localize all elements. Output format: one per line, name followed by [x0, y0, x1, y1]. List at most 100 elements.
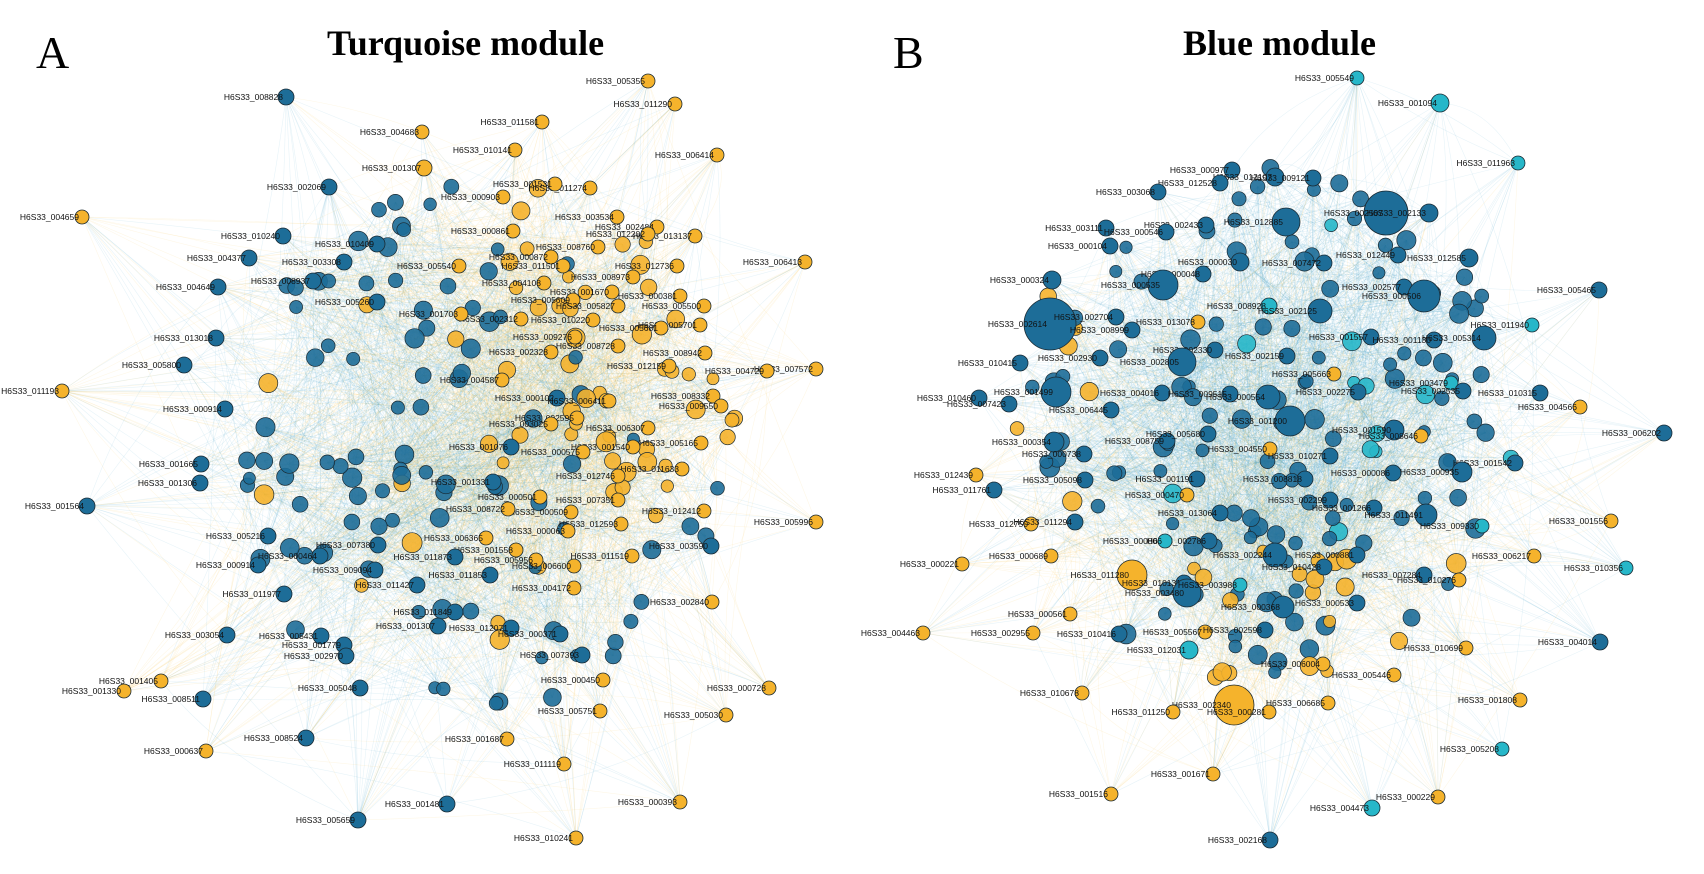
network-edge [366, 304, 676, 322]
network-edge [401, 483, 622, 525]
labelled-node: H6S33_004659 [20, 209, 90, 225]
network-edge [458, 188, 539, 267]
network-edge [401, 103, 676, 484]
network-edge [585, 246, 599, 399]
network-edge [376, 301, 445, 493]
network-edge [647, 103, 676, 235]
network-edge [299, 256, 552, 505]
network-edge [359, 419, 733, 689]
network-edge [260, 558, 727, 716]
network-edge [538, 307, 696, 410]
network-edge [81, 216, 576, 358]
network-edge [160, 627, 512, 682]
network-edge [368, 319, 594, 570]
network-edge [283, 265, 678, 595]
node-label: H6S33_005996 [754, 517, 813, 527]
network-edge [575, 154, 718, 358]
labelled-node: H6S33_012746 [556, 468, 626, 484]
network-edge [283, 555, 633, 595]
network-edge [357, 481, 494, 821]
network-edge [286, 285, 665, 370]
network-edge [668, 235, 696, 367]
network-edge [160, 358, 354, 682]
network-edge [423, 167, 622, 525]
labelled-node: H6S33_004377 [187, 249, 258, 267]
network-edge [374, 569, 577, 839]
node-label: H6S33_003054 [165, 630, 224, 640]
network-edge [81, 216, 269, 384]
network-edge [285, 96, 296, 288]
node-label: H6S33_000914 [196, 560, 255, 570]
network-edge [470, 348, 508, 740]
network-edge [581, 468, 683, 656]
network-edge [510, 446, 539, 568]
network-edge [443, 545, 712, 690]
network-node [412, 398, 430, 416]
network-edge [403, 208, 522, 230]
network-edge [617, 305, 666, 466]
network-edge [442, 487, 623, 610]
network-edge [606, 216, 618, 437]
network-edge [345, 103, 676, 657]
network-edge [205, 750, 681, 803]
network-edge [446, 528, 565, 805]
network-edge [265, 256, 552, 428]
network-edge [387, 246, 642, 603]
labelled-node: H6S33_005540 [397, 258, 467, 274]
network-edge [641, 334, 817, 370]
network-edge [554, 80, 649, 185]
network-edge [315, 353, 460, 379]
network-edge [423, 167, 713, 603]
network-edge [403, 229, 668, 487]
network-edge [355, 456, 656, 516]
node-label: H6S33_005500 [642, 301, 701, 311]
network-edge [357, 511, 572, 821]
network-edge [443, 409, 696, 493]
labelled-node: H6S33_012202 [586, 226, 656, 242]
network-edge [454, 244, 623, 558]
network-edge [376, 243, 504, 463]
network-edge [447, 286, 500, 640]
labelled-node: H6S33_006365 [424, 530, 494, 546]
network-edge [282, 235, 623, 246]
node-label: H6S33_000450 [541, 675, 600, 685]
network-edge [61, 370, 768, 396]
network-edge [318, 281, 456, 613]
network-edge [437, 265, 564, 627]
network-edge [366, 271, 489, 284]
network-edge [447, 285, 534, 419]
network-edge [498, 485, 668, 497]
network-edge [183, 364, 508, 740]
network-edge [515, 435, 522, 551]
network-edge [572, 103, 676, 301]
network-edge [86, 505, 577, 839]
network-edge [451, 186, 569, 532]
network-node [614, 236, 631, 253]
network-edge [86, 465, 341, 507]
network-edge [622, 487, 639, 622]
network-edge [224, 261, 806, 410]
network-edge [503, 370, 768, 464]
network-edge [376, 301, 439, 627]
labelled-node: H6S33_000861 [451, 223, 521, 239]
network-edge [609, 216, 623, 488]
labelled-node: H6S33_005827 [556, 298, 626, 314]
network-edge [439, 409, 696, 519]
network-edge [395, 202, 627, 473]
network-edge [553, 630, 565, 765]
network-edge [414, 276, 634, 339]
network-edge [285, 96, 714, 380]
labelled-node: H6S33_000450 [541, 672, 611, 688]
network-edge [264, 460, 379, 546]
network-edge [299, 225, 402, 505]
labelled-node: H6S33_007351 [556, 492, 626, 508]
network-edge [495, 545, 712, 704]
network-edge [318, 247, 498, 282]
network-edge [199, 482, 575, 589]
network-edge [575, 409, 696, 432]
node-label: H6S33_008942 [643, 348, 702, 358]
node-label: H6S33_009550 [659, 401, 718, 411]
node-label: H6S33_002328 [489, 347, 548, 357]
network-edge [426, 328, 512, 629]
labelled-node: H6S33_001306 [138, 474, 209, 492]
